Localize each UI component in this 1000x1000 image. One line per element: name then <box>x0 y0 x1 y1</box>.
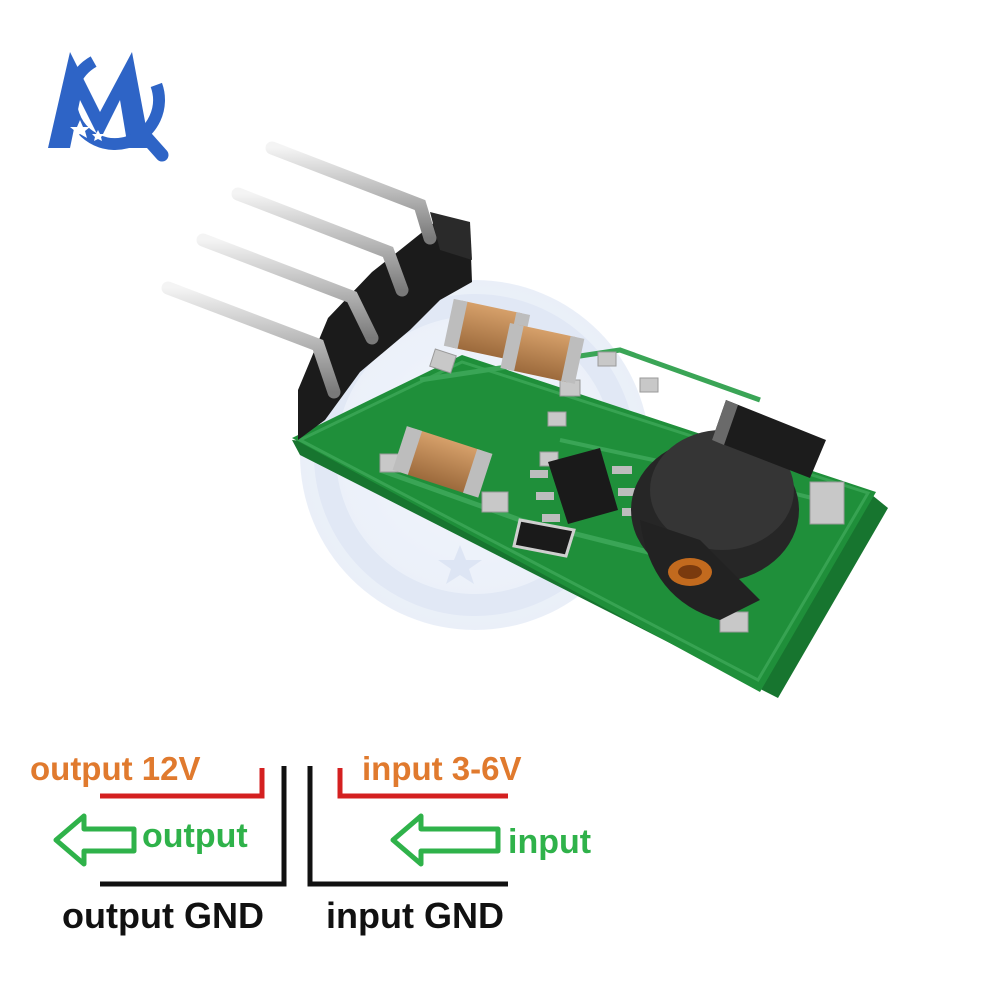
input-arrow-icon <box>390 813 501 867</box>
smd-resistor <box>512 518 576 558</box>
input-voltage-label: input 3-6V <box>362 750 522 787</box>
output-gnd-label: output GND <box>62 895 264 936</box>
output-label: output <box>142 817 248 855</box>
input-gnd-label: input GND <box>326 895 504 936</box>
ic-chip <box>530 448 642 524</box>
output-gnd-line <box>100 766 287 887</box>
output-arrow-icon <box>53 813 137 867</box>
output-voltage-line <box>100 768 265 799</box>
output-voltage-label: output 12V <box>30 750 201 787</box>
smd-capacitors <box>392 298 585 498</box>
brand-logo <box>48 50 169 162</box>
input-label: input <box>508 823 592 861</box>
input-voltage-line <box>337 768 508 799</box>
pin-header <box>298 212 472 440</box>
header-pins <box>161 141 437 399</box>
power-inductor <box>631 430 799 620</box>
input-gnd-line <box>307 766 508 887</box>
diode <box>712 400 826 478</box>
wiring-diagram <box>100 766 508 887</box>
